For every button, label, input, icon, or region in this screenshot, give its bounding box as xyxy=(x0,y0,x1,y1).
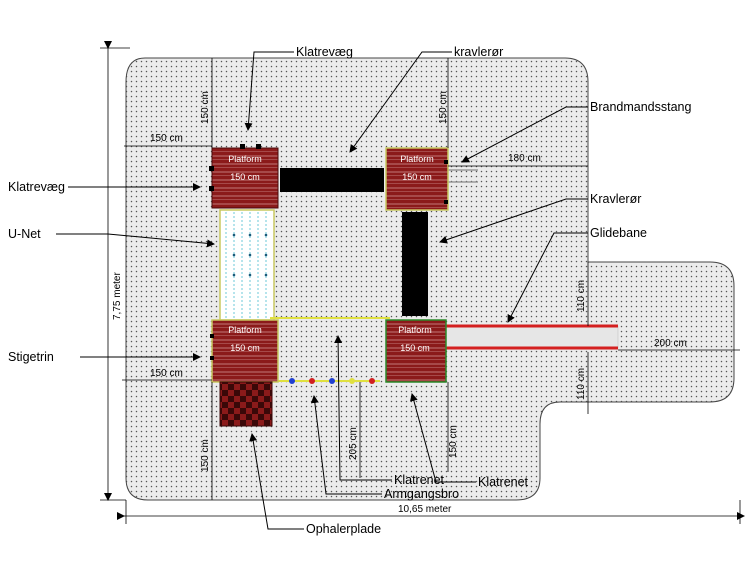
crawl-tube-vertical xyxy=(402,212,428,316)
dim-slide-bottom: 110 cm xyxy=(576,368,587,400)
dim-height: 7,75 meter xyxy=(112,272,123,320)
label-klatrevaeg-top: Klatrevæg xyxy=(296,45,353,59)
platform-bottom-right: Platform 150 cm xyxy=(385,319,447,383)
dim-width: 10,65 meter xyxy=(398,504,452,515)
dim-top-right: 150 cm xyxy=(438,91,449,124)
label-armgangsbro: Armgangsbro xyxy=(384,487,459,501)
label-klatrevaeg-left: Klatrevæg xyxy=(8,180,65,194)
label-kravleror-right: Kravlerør xyxy=(590,192,641,206)
label-klatrenet-right: Klatrenet xyxy=(478,475,529,489)
platform-size: 150 cm xyxy=(230,172,260,182)
label-klatrenet-mid: Klatrenet xyxy=(394,473,445,487)
label-ophalerplade: Ophalerplade xyxy=(306,522,381,536)
dimension-lines xyxy=(100,41,745,524)
platform-top-left: Platform 150 cm xyxy=(211,147,279,209)
label-brandmandsstang: Brandmandsstang xyxy=(590,100,692,114)
platform-title: Platform xyxy=(228,325,262,335)
platform-bottom-left: Platform 150 cm xyxy=(211,319,279,383)
crawl-tube-horizontal xyxy=(280,168,384,192)
platform-size: 150 cm xyxy=(400,343,430,353)
label-u-net: U-Net xyxy=(8,227,41,241)
dim-bridge: 205 cm xyxy=(348,427,359,460)
platform-top-right: Platform 150 cm xyxy=(385,147,449,211)
u-net xyxy=(219,209,275,321)
dim-left-bottom: 150 cm xyxy=(150,368,183,379)
dim-bottom-left: 150 cm xyxy=(200,439,211,472)
label-kravleror-top: kravlerør xyxy=(454,45,503,59)
dim-bottom-right: 150 cm xyxy=(448,425,459,458)
label-stigetrin: Stigetrin xyxy=(8,350,54,364)
platform-size: 150 cm xyxy=(230,343,260,353)
pull-up-ramp xyxy=(219,381,273,427)
platform-size: 150 cm xyxy=(402,172,432,182)
dim-left-top: 150 cm xyxy=(150,133,183,144)
dim-top-left: 150 cm xyxy=(200,91,211,124)
slide-bed xyxy=(445,325,619,349)
platform-title: Platform xyxy=(400,154,434,164)
climbing-net-markers xyxy=(289,378,375,384)
u-net-strands xyxy=(225,212,267,318)
climbing-wall-holds xyxy=(209,144,448,360)
dim-slide-top: 110 cm xyxy=(576,280,587,312)
label-glidebane: Glidebane xyxy=(590,226,647,240)
u-net-knots xyxy=(232,233,268,277)
platform-title: Platform xyxy=(398,325,432,335)
leader-lines xyxy=(56,51,588,530)
dim-firepole: 180 cm xyxy=(508,153,541,164)
safety-zone xyxy=(125,57,735,501)
platform-title: Platform xyxy=(228,154,262,164)
dim-slide: 200 cm xyxy=(654,338,687,349)
